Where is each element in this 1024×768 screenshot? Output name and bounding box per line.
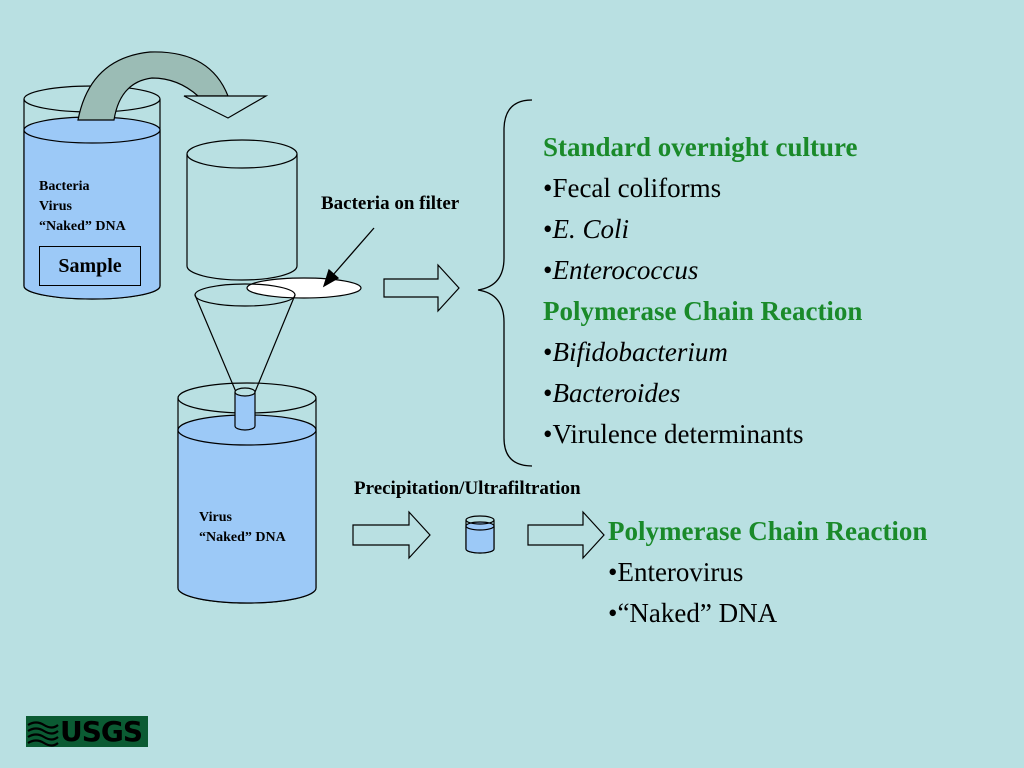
bullet: •: [608, 598, 618, 628]
virus-item-naked-dna: “Naked” DNA: [617, 598, 778, 628]
pcr-heading: Polymerase Chain Reaction: [543, 296, 863, 326]
arrow-to-virus-methods: [527, 510, 605, 560]
bullet: •: [543, 173, 553, 203]
usgs-wave-icon: [27, 721, 59, 747]
list-item: •Bifidobacterium: [543, 332, 862, 373]
sample-content-dna: “Naked” DNA: [39, 219, 126, 234]
bullet: •: [543, 419, 553, 449]
pcr-item-virulence-determinants: Virulence determinants: [552, 419, 804, 449]
pcr-item-bifidobacterium: Bifidobacterium: [552, 337, 728, 367]
culture-heading: Standard overnight culture: [543, 132, 858, 162]
arrow-to-concentrate: [352, 510, 431, 560]
sample-contents: Bacteria Virus “Naked” DNA: [39, 177, 126, 237]
concentrate-vial: [465, 515, 495, 554]
list-item: •Fecal coliforms: [543, 168, 862, 209]
bacteria-methods-list: Standard overnight culture •Fecal colifo…: [543, 127, 862, 455]
list-item: •Enterovirus: [608, 552, 927, 593]
sample-label: Sample: [39, 246, 141, 286]
usgs-logo: USGS: [26, 716, 148, 747]
funnel-cone: [194, 283, 296, 393]
bullet: •: [543, 214, 553, 244]
virus-methods-list: Polymerase Chain Reaction •Enterovirus •…: [608, 511, 927, 634]
filter-disc: [246, 277, 362, 299]
list-item: •E. Coli: [543, 209, 862, 250]
pcr-item-bacteroides: Bacteroides: [552, 378, 681, 408]
list-item: •Virulence determinants: [543, 414, 862, 455]
curly-brace: [477, 99, 533, 467]
usgs-logo-text: USGS: [60, 715, 143, 748]
precipitation-label: Precipitation/Ultrafiltration: [354, 478, 581, 499]
bullet: •: [608, 557, 618, 587]
list-item: •Bacteroides: [543, 373, 862, 414]
arrow-to-bacteria-methods: [383, 263, 460, 313]
filter-label: Bacteria on filter: [321, 193, 460, 214]
filter-funnel-reservoir: [186, 139, 298, 281]
bullet: •: [543, 378, 553, 408]
culture-item-fecal-coliforms: Fecal coliforms: [552, 173, 722, 203]
culture-item-enterococcus: Enterococcus: [552, 255, 699, 285]
filtrate-jar: [177, 382, 317, 604]
virus-item-enterovirus: Enterovirus: [617, 557, 744, 587]
pour-arrow: [77, 51, 269, 121]
culture-item-e-coli: E. Coli: [552, 214, 629, 244]
virus-pcr-heading: Polymerase Chain Reaction: [608, 516, 928, 546]
filtrate-content-dna: “Naked” DNA: [199, 530, 286, 545]
sample-content-virus: Virus: [39, 199, 72, 214]
filtrate-content-virus: Virus: [199, 510, 232, 525]
pointer-arrow: [322, 227, 375, 288]
filtrate-contents: Virus “Naked” DNA: [199, 508, 286, 548]
list-item: •Enterococcus: [543, 250, 862, 291]
sample-content-bacteria: Bacteria: [39, 179, 90, 194]
list-item: •“Naked” DNA: [608, 593, 927, 634]
bullet: •: [543, 255, 553, 285]
bullet: •: [543, 337, 553, 367]
